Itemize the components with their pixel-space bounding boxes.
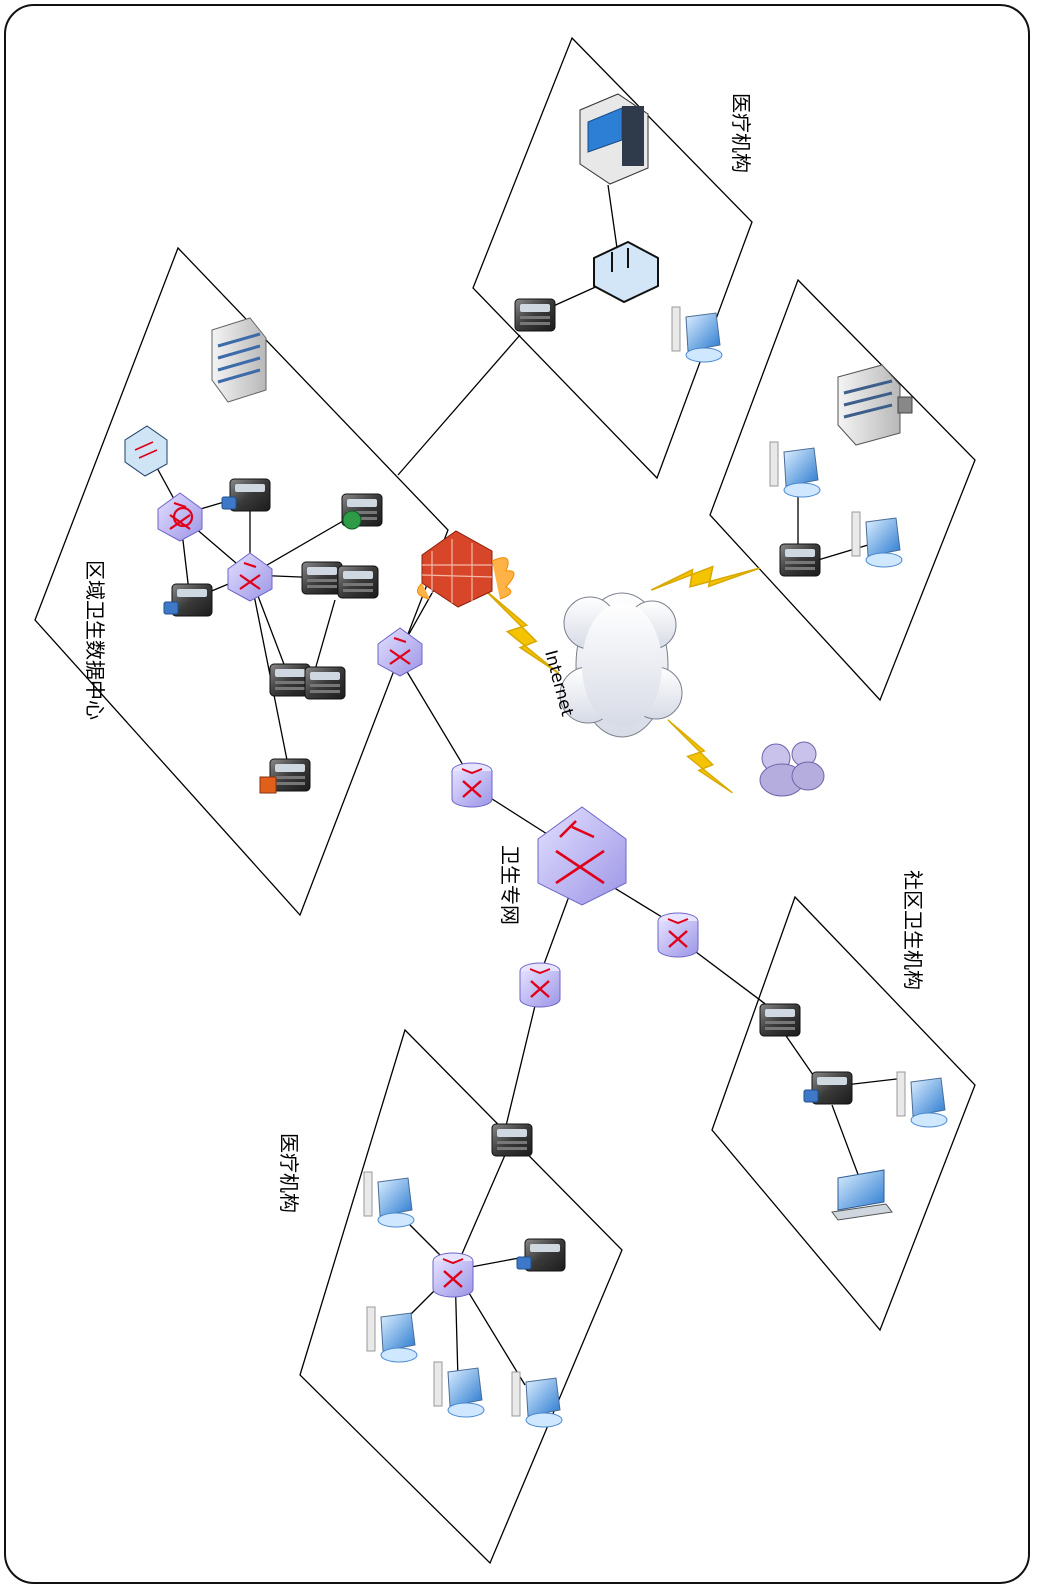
firewall-icon	[417, 530, 515, 608]
laptop-icon	[831, 1169, 893, 1221]
label-health-private-network: 卫生专网	[498, 845, 522, 925]
link-router-hospital-bottom	[504, 984, 541, 1131]
host-computer-icon	[579, 93, 649, 185]
lightning-icon	[667, 719, 734, 794]
router-icon	[656, 911, 700, 959]
server-rack-icon	[269, 663, 311, 697]
link-top-1	[607, 184, 619, 256]
backup-server-icon	[259, 758, 311, 794]
router-icon	[431, 1251, 475, 1299]
router-icon	[518, 961, 562, 1009]
server-rack-icon	[514, 298, 556, 332]
server-rack-icon	[337, 565, 379, 599]
link-ch-3	[831, 1104, 863, 1186]
scanner-device-icon	[593, 240, 659, 304]
core-switch-icon	[537, 806, 627, 906]
plane-community-top	[709, 278, 976, 702]
datacenter-gateway-icon	[124, 425, 168, 477]
regional-data-center-building-icon	[211, 317, 267, 403]
users-group-icon	[759, 741, 825, 797]
gateway-switch-mark	[172, 506, 194, 528]
server-rack-icon	[759, 1003, 801, 1037]
server-rack-icon	[491, 1123, 533, 1157]
label-medical-institution-bottom: 医疗机构	[277, 1133, 301, 1213]
label-community-health: 社区卫生机构	[901, 870, 925, 990]
router-icon	[450, 761, 494, 809]
link-dc-10	[314, 599, 336, 671]
internet-cloud-icon	[559, 592, 683, 738]
server-rack-icon	[779, 543, 821, 577]
label-regional-data-center: 区域卫生数据中心	[83, 560, 107, 720]
server-rack-icon	[301, 561, 343, 595]
storage-server-icon	[341, 493, 383, 530]
link-dc-to-top-hospital	[397, 334, 521, 476]
link-bm-1	[454, 1154, 506, 1271]
label-medical-institution-top: 医疗机构	[729, 93, 753, 173]
server-rack-icon	[304, 666, 346, 700]
link-ch-2	[844, 1077, 906, 1086]
hospital-building-icon	[837, 364, 913, 446]
link-router-chain	[399, 659, 473, 781]
